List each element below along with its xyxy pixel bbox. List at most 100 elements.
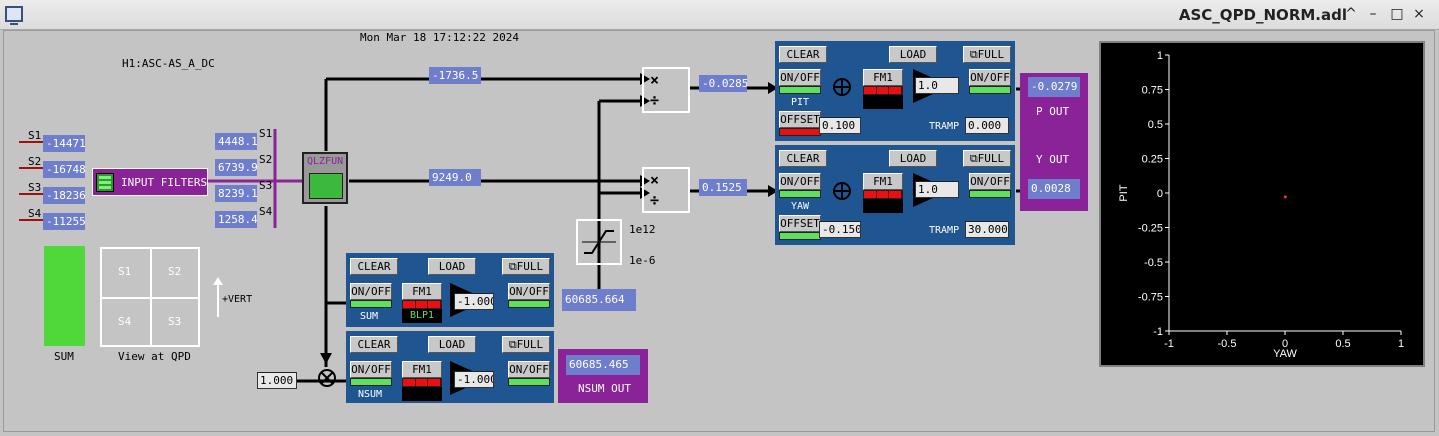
yaw-fm1-button[interactable]: FM1: [863, 173, 903, 190]
nsum-module-name: NSUM: [358, 389, 383, 400]
data-point: [1283, 195, 1287, 199]
pit-output-label: P OUT: [1036, 105, 1070, 118]
nsum-output-box: 60685.465 NSUM OUT: [558, 349, 648, 403]
x-tick-label: 1: [1398, 338, 1404, 350]
yaw-gain-input[interactable]: 1.0: [915, 181, 959, 198]
py-output-box: -0.0279 P OUT Y OUT 0.0028: [1020, 73, 1088, 211]
yaw-offset-button[interactable]: OFFSET: [779, 215, 821, 232]
sum-load-button[interactable]: LOAD: [428, 258, 476, 275]
filtered-label-s1: S1: [259, 127, 273, 140]
pit-divider-block: × ÷: [642, 67, 690, 113]
nsum-filter-module: CLEAR LOAD ⧉FULL ON/OFF NSUM FM1 -1.000 …: [346, 331, 554, 403]
sum-filter-module: CLEAR LOAD ⧉FULL ON/OFF SUM FM1 BLP1 -1.…: [346, 253, 554, 327]
sum-fm1-button[interactable]: FM1: [402, 283, 442, 300]
qlzfun-status-led: [309, 173, 343, 199]
yaw-offset-led: [779, 232, 821, 240]
pit-clear-button[interactable]: CLEAR: [779, 46, 827, 63]
pit-output-onoff-button[interactable]: ON/OFF: [969, 69, 1011, 86]
limiter-block: [576, 219, 622, 265]
segment-filtered-s4: 1258.4: [215, 211, 257, 228]
divide-icon: ÷: [650, 91, 660, 109]
timestamp: Mon Mar 18 17:12:22 2024: [360, 31, 519, 44]
qlzfun-block[interactable]: QLZFUN: [302, 152, 348, 204]
nsum-fm1-button[interactable]: FM1: [402, 361, 442, 378]
yaw-full-button[interactable]: ⧉FULL: [963, 150, 1011, 167]
sum-bar-label: SUM: [54, 350, 74, 363]
qpd-view-label: View at QPD: [118, 350, 191, 363]
yaw-filter-name-box: [863, 199, 903, 213]
qpd-cell-s2: S2: [168, 265, 182, 278]
pit-gain-input[interactable]: 1.0: [915, 77, 959, 94]
pit-load-button[interactable]: LOAD: [889, 46, 937, 63]
pit-filter-module: CLEAR LOAD ⧉FULL ON/OFF PIT FM1 1.0 ON/O…: [775, 41, 1015, 141]
multiply-icon: ×: [650, 71, 660, 89]
nsum-load-button[interactable]: LOAD: [428, 336, 476, 353]
nsum-output-onoff-button[interactable]: ON/OFF: [508, 361, 550, 378]
shade-window-icon[interactable]: ^: [1345, 6, 1357, 22]
segment-raw-s1: -14471: [43, 135, 85, 152]
medm-canvas: Mon Mar 18 17:12:22 2024 H1:ASC-AS_A_DC …: [3, 30, 1435, 432]
segment-label-s1: S1: [28, 129, 42, 142]
nsum-gain-input[interactable]: -1.000: [454, 371, 494, 388]
pit-tramp-label: TRAMP: [929, 121, 960, 132]
nsum-full-button[interactable]: ⧉FULL: [502, 336, 550, 353]
minimize-window-icon[interactable]: –: [1369, 6, 1377, 22]
yaw-output-onoff-button[interactable]: ON/OFF: [969, 173, 1011, 190]
sum-gain-input[interactable]: -1.000: [454, 293, 494, 310]
x-tick-label: -1: [1164, 338, 1174, 350]
y-tick-label: -0.75: [1138, 292, 1163, 304]
segment-raw-s3: -18236: [43, 187, 85, 204]
multiply-icon: ×: [650, 171, 660, 189]
sum-output-onoff-button[interactable]: ON/OFF: [508, 283, 550, 300]
yaw-divider-block: × ÷: [642, 167, 690, 213]
yaw-signal-readout: 9249.0: [429, 169, 481, 186]
input-filters-button[interactable]: INPUT FILTERS: [92, 168, 208, 196]
yaw-tramp-label: TRAMP: [929, 225, 960, 236]
yaw-output-readout: 0.0028: [1028, 179, 1080, 199]
y-tick-label: 0.75: [1142, 85, 1163, 97]
sum-clear-button[interactable]: CLEAR: [350, 258, 398, 275]
nsum-clear-button[interactable]: CLEAR: [350, 336, 398, 353]
yaw-load-button[interactable]: LOAD: [889, 150, 937, 167]
filtered-label-s3: S3: [259, 179, 273, 192]
sum-input-led: [350, 300, 392, 308]
maximize-window-icon[interactable]: □: [1390, 6, 1404, 22]
pit-offset-button[interactable]: OFFSET: [779, 111, 821, 128]
pit-full-button[interactable]: ⧉FULL: [963, 46, 1011, 63]
pit-offset-input[interactable]: 0.100: [819, 117, 861, 134]
yaw-filter-module: CLEAR LOAD ⧉FULL ON/OFF YAW FM1 1.0 ON/O…: [775, 145, 1015, 245]
close-window-icon[interactable]: ×: [1413, 6, 1425, 22]
pit-ratio-readout: -0.0285: [699, 75, 747, 92]
yaw-clear-button[interactable]: CLEAR: [779, 150, 827, 167]
y-tick-label: -0.5: [1144, 257, 1163, 269]
vertical-arrow-icon: [213, 277, 223, 317]
yaw-tramp-input[interactable]: 30.000: [965, 221, 1009, 238]
limiter-low: 1e-6: [629, 254, 656, 267]
yaw-summing-junction-icon: [833, 182, 851, 200]
qpd-cell-s3: S3: [168, 315, 182, 328]
sum-module-name: SUM: [360, 311, 379, 322]
window-titlebar: ASC_QPD_NORM.adl ^ – □ ×: [0, 0, 1439, 30]
app-monitor-icon[interactable]: [5, 6, 23, 25]
sum-input-onoff-button[interactable]: ON/OFF: [350, 283, 392, 300]
y-tick-label: 1: [1157, 50, 1163, 62]
qpd-cell-s4: S4: [118, 315, 132, 328]
nsum-input-onoff-button[interactable]: ON/OFF: [350, 361, 392, 378]
nsum-output-label: NSUM OUT: [578, 382, 631, 395]
sum-full-button[interactable]: ⧉FULL: [502, 258, 550, 275]
yaw-input-onoff-button[interactable]: ON/OFF: [779, 173, 821, 190]
input-filters-label: INPUT FILTERS: [121, 176, 208, 189]
pit-fm1-button[interactable]: FM1: [863, 69, 903, 86]
pit-input-onoff-button[interactable]: ON/OFF: [779, 69, 821, 86]
pit-filter-name-box: [863, 95, 903, 109]
segment-filtered-s1: 4448.1: [215, 133, 257, 150]
filtered-label-s4: S4: [259, 205, 273, 218]
nsum-input-value[interactable]: 1.000: [257, 372, 297, 389]
pit-output-led: [969, 86, 1011, 94]
pit-summing-junction-icon: [833, 78, 851, 96]
yaw-offset-input[interactable]: -0.150: [819, 221, 861, 238]
segment-label-s2: S2: [28, 155, 42, 168]
divide-icon: ÷: [650, 191, 660, 209]
pit-tramp-input[interactable]: 0.000: [965, 117, 1009, 134]
sum-bar: [44, 246, 85, 346]
